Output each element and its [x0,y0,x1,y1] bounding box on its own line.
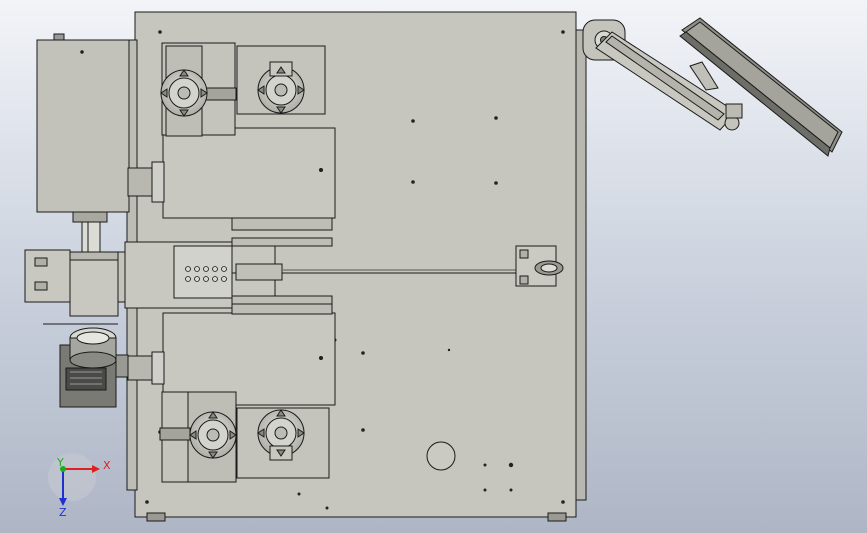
plate-holes [145,30,565,510]
axis-x-label: X [103,459,111,472]
sensor-holes [185,266,227,282]
axis-y-label: Y [56,456,64,469]
left-motor-box [36,33,130,253]
upper-wheel-left [160,69,208,117]
lower-wheel-left [189,411,237,459]
monitor-arm [582,19,743,131]
lower-wheel-right [257,409,305,461]
lower-housing [127,303,336,406]
axis-triad [48,453,100,506]
pulley-bracket [515,245,564,287]
axis-z-label: Z [59,506,67,519]
monitor-screen [679,17,843,157]
upper-housing [127,127,336,231]
upper-wheel-right [257,61,305,114]
camera-unit [59,327,129,408]
large-hole [426,441,456,471]
